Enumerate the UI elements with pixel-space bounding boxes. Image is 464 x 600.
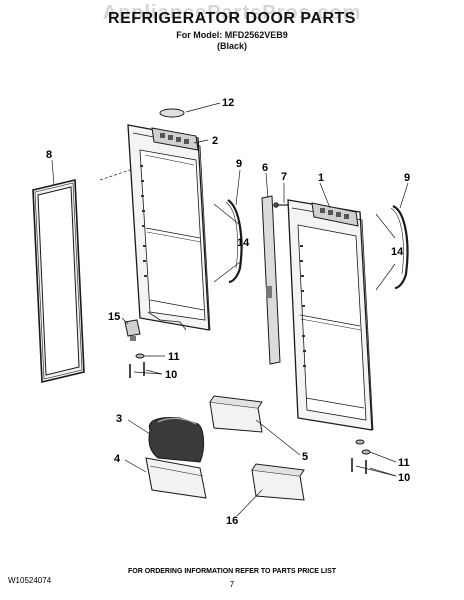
- callout-1: 1: [318, 172, 324, 184]
- model-line: For Model: MFD2562VEB9: [176, 30, 288, 40]
- watermark: AppliancePartsPros.com: [102, 2, 362, 24]
- part-4-dairy-bin: [145, 457, 207, 499]
- part-7-screw: [273, 202, 288, 208]
- callout-10-right: 10: [398, 472, 410, 484]
- part-6-mullion: [261, 195, 281, 365]
- part-3-dairy-cover: [148, 417, 205, 463]
- part-15-hinge: [124, 319, 141, 341]
- part-8-door-gasket: [32, 178, 85, 384]
- part-9-handle-left: [225, 199, 243, 284]
- part-9-handle-right: [390, 205, 409, 290]
- callout-9-right: 9: [404, 172, 410, 184]
- callout-9-left: 9: [236, 158, 242, 170]
- callout-10-left: 10: [165, 369, 177, 381]
- callout-2: 2: [212, 135, 218, 147]
- callout-14-left: 14: [237, 237, 250, 249]
- callout-8: 8: [46, 149, 52, 161]
- part-5-door-bin: [209, 395, 263, 433]
- callout-7: 7: [281, 171, 287, 183]
- part-10-screws-right: [351, 458, 367, 474]
- callout-11-left: 11: [168, 351, 180, 363]
- part-16-door-bin: [251, 463, 305, 501]
- color-line: (Black): [216, 41, 247, 51]
- callout-11-right: 11: [398, 457, 410, 469]
- ordering-note: FOR ORDERING INFORMATION REFER TO PARTS …: [127, 568, 337, 575]
- leader-lines: [51, 102, 409, 517]
- part-11-washer-right: [355, 439, 371, 455]
- right-refrigerator-door: [287, 199, 374, 431]
- callout-5: 5: [302, 451, 308, 463]
- part-11-washer-left: [135, 353, 145, 359]
- callout-4: 4: [114, 453, 121, 465]
- callout-12: 12: [222, 97, 234, 109]
- part-12-cap: [159, 108, 185, 118]
- part-10-screws-left: [129, 362, 145, 378]
- page-title: REFRIGERATOR DOOR PARTS: [108, 10, 356, 27]
- callout-14-right: 14: [391, 246, 404, 258]
- callout-16: 16: [226, 515, 238, 527]
- document-id: W10524074: [8, 576, 52, 585]
- callout-3: 3: [116, 413, 122, 425]
- callout-6: 6: [262, 162, 268, 174]
- callout-15: 15: [108, 311, 120, 323]
- page-number: 7: [229, 580, 235, 589]
- callout-numbers: 12 2 8 9 6 7 1 9 14 14 15 11 10 3 5 4 16…: [46, 97, 410, 527]
- left-refrigerator-door: [127, 124, 211, 331]
